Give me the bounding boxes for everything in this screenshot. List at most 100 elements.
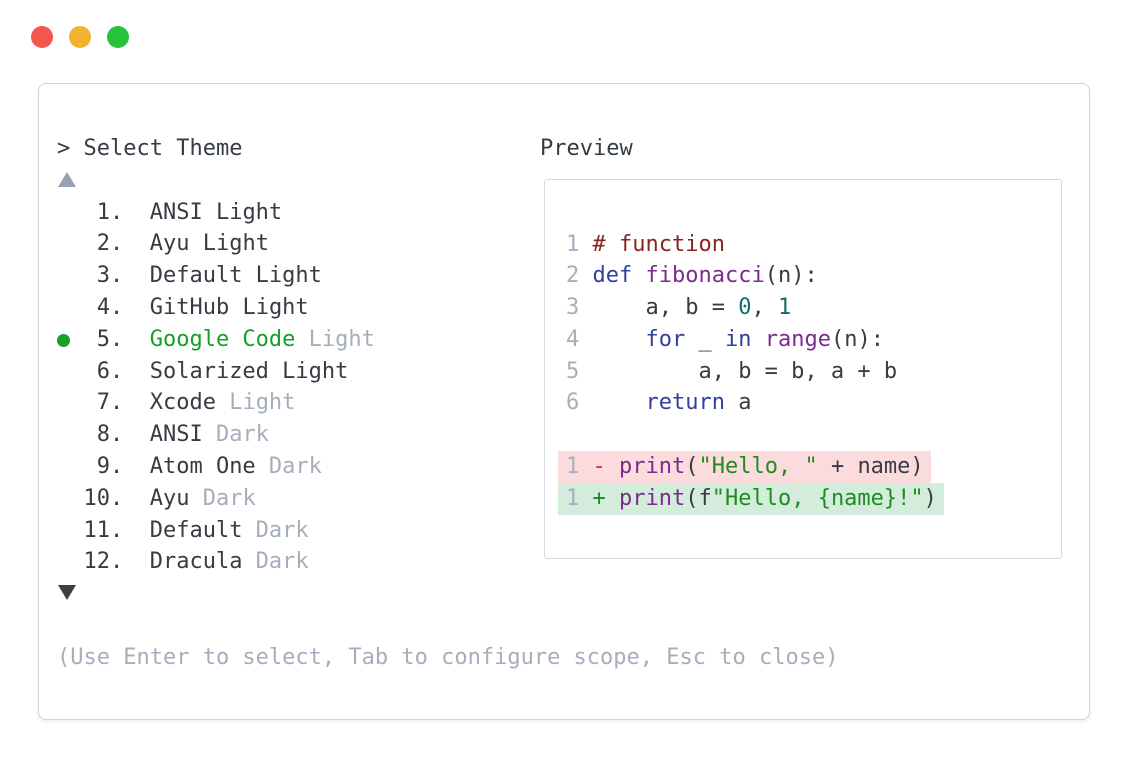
line-number: 6 [566,390,580,416]
theme-name: Ayu [149,485,190,511]
number-separator: . [109,231,150,257]
theme-item-8[interactable]: 8. ANSI Dark [57,419,838,451]
theme-name: Default [149,517,243,543]
marker-cell [57,324,83,356]
code-token [593,390,646,415]
theme-name: ANSI [149,199,203,225]
theme-variant: Dark [189,485,256,511]
theme-name: Ayu [149,231,190,257]
blank-line [566,419,944,451]
line-number: 1 [566,454,580,480]
diff-highlight-added: 1 + print(f"Hello, {name}!") [558,482,944,515]
theme-name: Default [149,263,243,289]
code-token: for [645,326,686,352]
code-token: def [592,263,633,289]
selected-dot-icon [57,333,70,347]
code-line: 5 a, b = b, a + b [566,356,944,388]
theme-number: 11 [83,517,110,543]
code-token: print [619,485,686,511]
theme-name: ANSI [149,422,203,448]
theme-name: Dracula [149,549,243,575]
scroll-down-icon[interactable] [58,585,76,601]
theme-item-1[interactable]: 1. ANSI Light [57,197,838,229]
theme-number: 8 [96,422,110,448]
diff-highlight-removed: 1 - print("Hello, " + name) [558,451,931,483]
diff-line-removed: 1 - print("Hello, " + name) [558,451,944,483]
diff-line-added: 1 + print(f"Hello, {name}!") [558,482,944,515]
prompt-icon: > [57,136,71,161]
scroll-up-icon[interactable] [58,171,76,187]
code-token: a [724,390,752,416]
theme-item-12[interactable]: 12. Dracula Dark [57,546,838,578]
line-number: 1 [566,485,580,511]
theme-item-5[interactable]: 5. Google Code Light [57,324,838,356]
code-token: range [764,326,831,352]
theme-number: 10 [83,485,110,511]
code-token: 1 [777,295,792,321]
zoom-button[interactable] [107,26,129,48]
code-token: 0 [738,295,752,321]
number-separator: . [109,199,150,225]
number-separator: . [109,485,150,511]
preview-label: Preview [540,136,633,161]
number-separator: . [109,390,150,416]
code-token: , [751,295,778,321]
code-line: 4 for _ in range(n): [566,324,944,356]
code-token: + name) [817,454,924,480]
code-token: ) [923,485,937,511]
theme-variant: Light [295,326,375,352]
theme-item-7[interactable]: 7. Xcode Light [57,387,838,419]
code-token: (f [685,485,712,511]
theme-item-3[interactable]: 3. Default Light [57,260,838,292]
theme-variant: Light [242,263,322,289]
number-separator: . [109,422,150,448]
theme-name: GitHub [149,294,230,320]
number-separator: . [109,263,150,289]
line-number: 2 [566,263,580,289]
theme-name: Xcode [149,390,216,416]
theme-variant: Dark [255,453,322,479]
theme-item-4[interactable]: 4. GitHub Light [57,292,838,324]
theme-item-2[interactable]: 2. Ayu Light [57,228,838,260]
theme-number: 12 [83,549,110,575]
theme-variant: Dark [202,422,269,448]
scroll-down-row [57,578,838,610]
line-number: 4 [566,326,580,352]
line-number: 5 [566,358,580,384]
code-token: (n): [830,326,884,352]
number-separator: . [109,549,150,575]
code-token: return [645,390,725,416]
code-token: fibonacci [645,263,765,289]
theme-item-11[interactable]: 11. Default Dark [57,515,838,547]
code-token: (n): [764,263,818,289]
theme-number: 1 [96,199,110,225]
code-token [593,327,646,352]
number-separator: . [109,517,150,543]
number-separator: . [109,294,150,320]
theme-item-10[interactable]: 10. Ayu Dark [57,483,838,515]
line-number: 3 [566,295,580,321]
theme-name: Solarized [149,358,269,384]
scroll-up-row [57,165,838,197]
spacer-row [57,610,838,642]
theme-number: 7 [96,390,110,416]
picker-title: Select Theme [83,136,243,161]
theme-item-6[interactable]: 6. Solarized Light [57,356,838,388]
code-token: "Hello, " [698,454,818,480]
theme-number: 2 [96,231,110,257]
number-separator: . [109,453,150,479]
code-line: 6 return a [566,387,944,419]
theme-number: 3 [96,263,110,289]
code-token [751,327,764,352]
code-token [632,263,645,288]
close-button[interactable] [31,26,53,48]
theme-item-9[interactable]: 9. Atom One Dark [57,451,838,483]
picker-title-row: > Select Theme [57,133,838,165]
theme-name: Atom One [149,453,256,479]
minimize-button[interactable] [69,26,91,48]
